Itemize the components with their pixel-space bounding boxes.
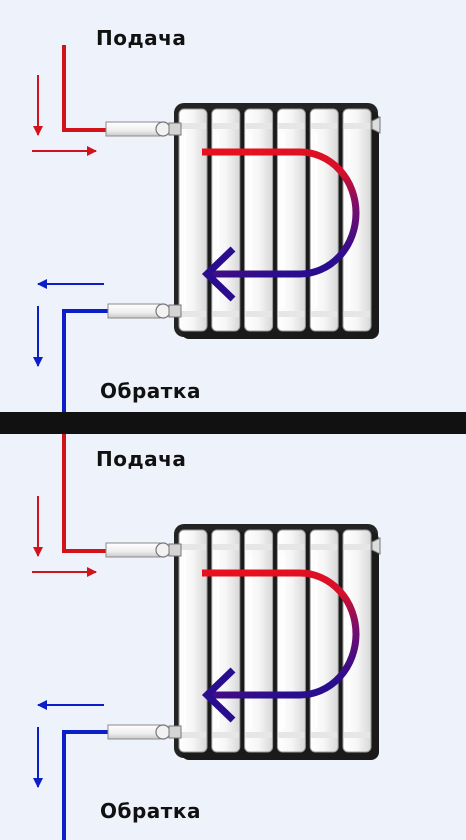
section-bottom-band	[180, 732, 206, 738]
section-top-band	[245, 544, 272, 550]
radiator-section	[211, 529, 241, 753]
radiator	[174, 103, 381, 339]
radiator-section	[276, 529, 306, 753]
supply-label-top: Подача	[96, 26, 187, 50]
radiator-section	[244, 529, 274, 753]
section-bottom-band	[278, 311, 305, 317]
section-bottom-band	[278, 732, 305, 738]
section-bottom-band	[344, 311, 370, 317]
section-top-band	[311, 544, 338, 550]
valve-icon	[155, 121, 171, 137]
return-connector	[107, 303, 161, 319]
section-top-band	[180, 123, 206, 129]
section-top-band	[278, 544, 305, 550]
flow-path	[202, 569, 360, 699]
supply-coupling	[168, 122, 182, 136]
radiator-section	[309, 529, 339, 753]
supply-pipe	[62, 45, 182, 137]
supply-coupling	[168, 543, 182, 557]
supply-line	[62, 434, 106, 553]
section-bottom-band	[245, 311, 272, 317]
return-connector	[107, 724, 161, 740]
section-top-band	[212, 123, 239, 129]
section-top-band	[212, 544, 239, 550]
supply-pipe	[62, 434, 182, 558]
return-pipe	[62, 724, 182, 840]
radiator-section	[309, 108, 339, 332]
section-bottom-band	[344, 732, 370, 738]
radiator	[174, 524, 381, 760]
divider-bar	[0, 412, 466, 434]
return-coupling	[168, 725, 182, 739]
section-bottom-band	[212, 311, 239, 317]
section-bottom-band	[311, 732, 338, 738]
section-bottom-band	[180, 311, 206, 317]
flow-arrow-icon	[201, 569, 360, 723]
plug-icon	[371, 116, 381, 134]
radiator-section	[211, 108, 241, 332]
flow-arrowhead	[201, 246, 236, 302]
return-label-bottom: Обратка	[100, 799, 201, 823]
return-line	[62, 309, 108, 412]
plug-icon	[371, 537, 381, 555]
section-top-band	[344, 123, 370, 129]
scheme-bottom	[32, 434, 381, 840]
radiator-section	[178, 529, 208, 753]
supply-label-bottom: Подача	[96, 447, 187, 471]
section-top-band	[278, 123, 305, 129]
section-top-band	[344, 544, 370, 550]
section-bottom-band	[212, 732, 239, 738]
section-top-band	[180, 544, 206, 550]
section-top-band	[311, 123, 338, 129]
scheme-top	[32, 45, 381, 412]
flow-path	[202, 148, 360, 278]
supply-line	[62, 45, 106, 132]
section-bottom-band	[245, 732, 272, 738]
radiator-section	[276, 108, 306, 332]
return-coupling	[168, 304, 182, 318]
radiator-section	[244, 108, 274, 332]
supply-connector	[105, 542, 161, 558]
flow-arrowhead	[201, 667, 236, 723]
return-line	[62, 730, 108, 840]
section-top-band	[245, 123, 272, 129]
valve-icon	[155, 303, 171, 319]
flow-arrow-icon	[201, 148, 360, 302]
radiator-section	[178, 108, 208, 332]
valve-icon	[155, 724, 171, 740]
return-label-top: Обратка	[100, 379, 201, 403]
supply-connector	[105, 121, 161, 137]
return-pipe	[62, 303, 182, 412]
valve-icon	[155, 542, 171, 558]
section-bottom-band	[311, 311, 338, 317]
